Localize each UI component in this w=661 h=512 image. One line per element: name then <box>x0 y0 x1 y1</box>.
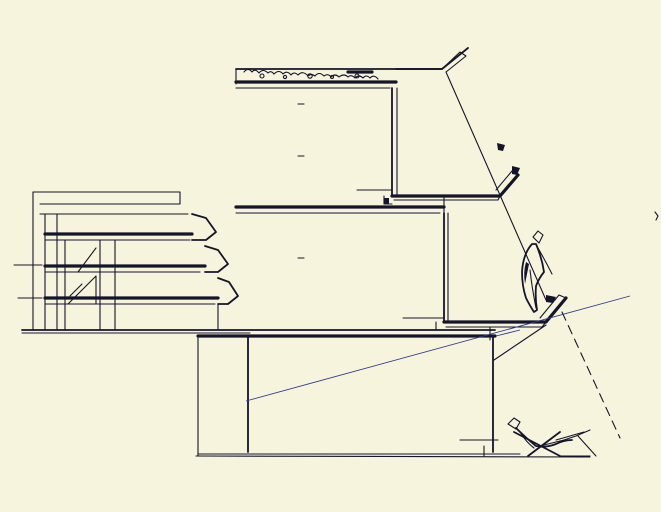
ground-line <box>21 329 496 334</box>
stray-marks <box>654 211 659 221</box>
left-building-section <box>13 191 239 331</box>
lower-base-volume <box>195 334 591 458</box>
standing-figure <box>521 230 553 313</box>
roof-planting <box>243 68 379 80</box>
seated-figure-in-sling-chair <box>507 417 597 457</box>
solar-angle-lines <box>245 71 631 439</box>
main-building-section <box>234 47 568 341</box>
